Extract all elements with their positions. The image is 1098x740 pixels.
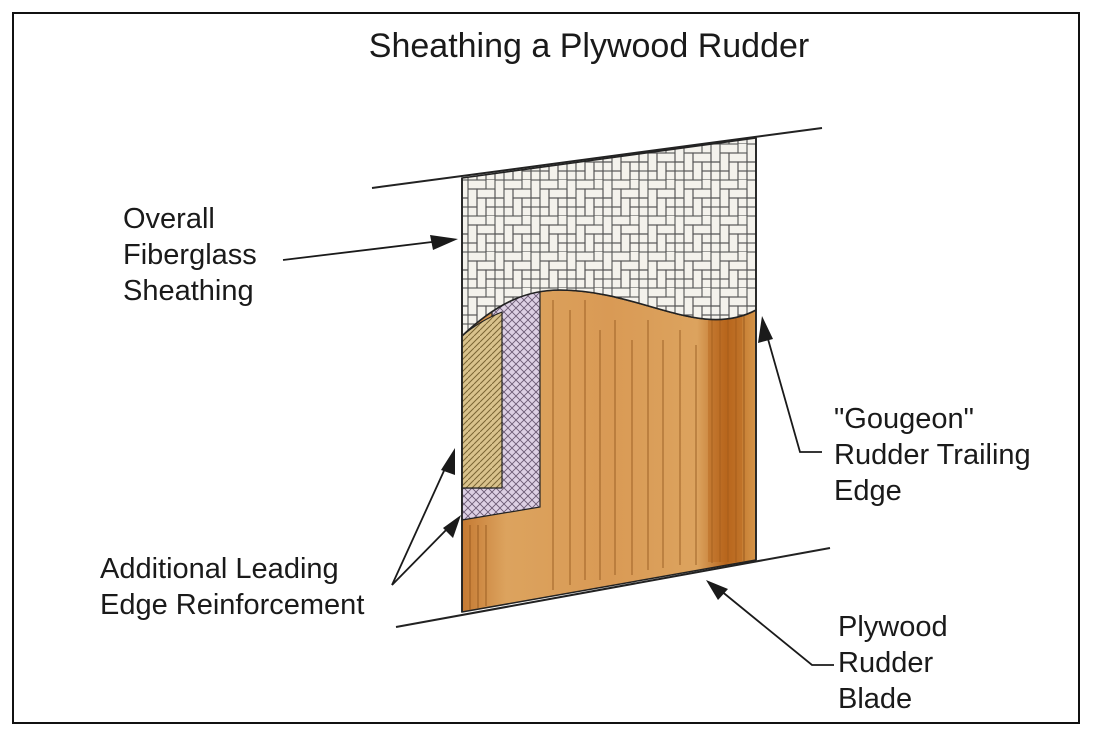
label-leading-edge: Additional Leading Edge Reinforcement xyxy=(100,553,364,621)
leader-blade xyxy=(719,589,834,666)
leader-fiberglass xyxy=(282,241,433,261)
arrow-leading-1 xyxy=(441,448,455,475)
tan-reinforcement xyxy=(461,311,503,489)
arrow-leading-2 xyxy=(443,515,461,538)
top-cut-line xyxy=(371,127,823,189)
fiberglass-sheathing xyxy=(461,137,757,338)
bottom-cut-line xyxy=(395,547,831,628)
svg-text:Overall: Overall xyxy=(123,203,215,235)
label-fiberglass: Overall Fiberglass Sheathing xyxy=(123,203,257,307)
arrow-fiberglass xyxy=(430,235,458,250)
svg-text:"Gougeon": "Gougeon" xyxy=(834,403,974,435)
arrow-trailing xyxy=(758,316,773,343)
label-plywood-blade: Plywood Rudder Blade xyxy=(838,611,948,715)
svg-text:Fiberglass: Fiberglass xyxy=(123,239,257,271)
svg-text:Sheathing: Sheathing xyxy=(123,275,254,307)
svg-text:Plywood: Plywood xyxy=(838,611,948,643)
svg-text:Edge Reinforcement: Edge Reinforcement xyxy=(100,589,364,621)
diagram-title: Sheathing a Plywood Rudder xyxy=(369,27,809,65)
leader-leading-2 xyxy=(391,525,451,586)
svg-text:Blade: Blade xyxy=(838,683,912,715)
arrow-blade xyxy=(706,580,728,600)
svg-text:Rudder Trailing: Rudder Trailing xyxy=(834,439,1031,471)
label-trailing-edge: "Gougeon" Rudder Trailing Edge xyxy=(834,403,1031,507)
leader-trailing xyxy=(765,331,822,453)
svg-text:Rudder: Rudder xyxy=(838,647,933,679)
svg-text:Edge: Edge xyxy=(834,475,902,507)
leader-leading-1 xyxy=(391,461,449,586)
svg-text:Additional Leading: Additional Leading xyxy=(100,553,339,585)
